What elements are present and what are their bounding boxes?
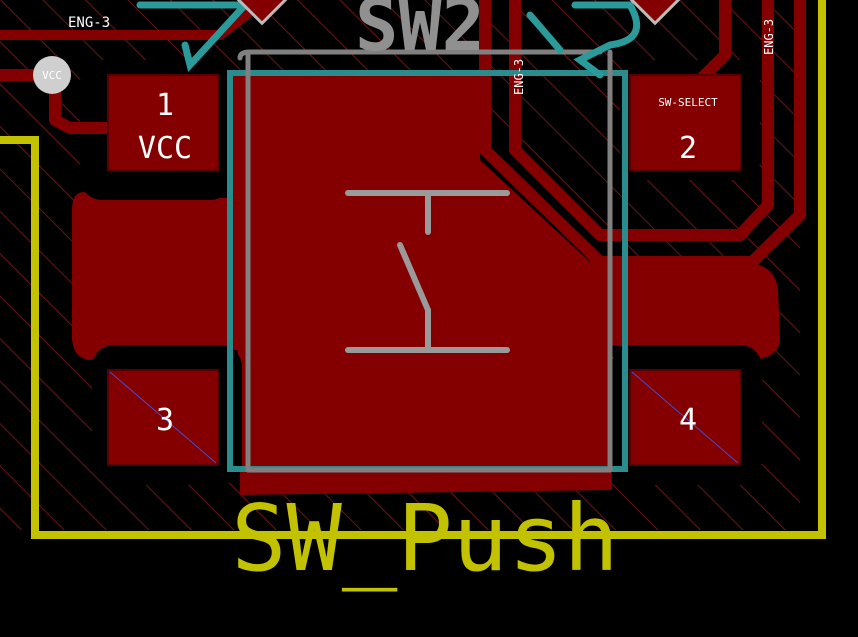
pad-4-number: 4: [679, 403, 697, 438]
net-label-eng3-top: ENG-3: [68, 15, 110, 31]
via-vcc-label: VCC: [42, 69, 62, 82]
silk-arrows: [136, 1, 641, 79]
pad-1-net: VCC: [138, 131, 192, 166]
value-label: SW_Push: [231, 485, 619, 592]
reference-designator: SW2: [355, 0, 485, 67]
pad-3-number: 3: [156, 403, 174, 438]
via-vcc[interactable]: [33, 56, 71, 94]
track-eng3-vertical: [509, 0, 774, 241]
top-components: [231, 0, 686, 26]
pad-2[interactable]: [629, 74, 741, 171]
pad-1[interactable]: [107, 74, 219, 171]
net-label-eng-right: ENG-3: [762, 19, 776, 55]
pad-2-number: 2: [679, 131, 697, 166]
edge-cuts: [0, 0, 826, 539]
pads[interactable]: [107, 74, 741, 466]
switch-symbol: [345, 190, 510, 353]
pad-1-number: 1: [156, 88, 174, 123]
net-label-eng3-vertical: ENG-3: [512, 59, 526, 95]
track-mid: [479, 0, 806, 268]
pad-2-net: SW-SELECT: [658, 96, 718, 109]
fab-outline: [237, 49, 613, 473]
